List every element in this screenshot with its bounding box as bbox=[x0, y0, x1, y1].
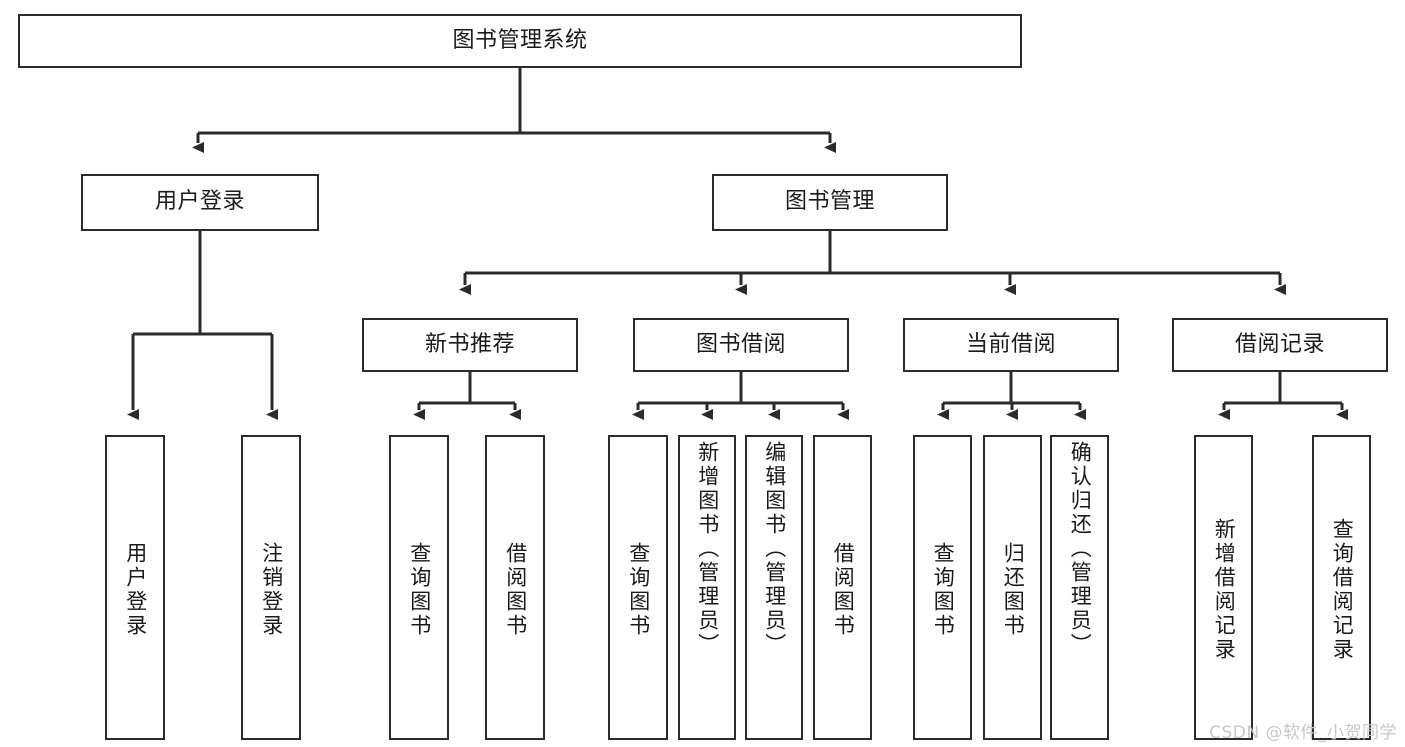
leaf-user-logout[interactable]: 注销登录 bbox=[241, 435, 301, 740]
leaf-add-book-admin[interactable]: 新增图书（管理员） bbox=[678, 435, 736, 740]
node-book-borrow-label: 图书借阅 bbox=[695, 331, 786, 357]
leaf-recommend-borrow-book[interactable]: 借阅图书 bbox=[485, 435, 545, 740]
leaf-user-logout-label: 注销登录 bbox=[259, 541, 284, 638]
leaf-query-borrow-record[interactable]: 查询借阅记录 bbox=[1312, 435, 1371, 740]
leaf-confirm-return-admin[interactable]: 确认归还（管理员） bbox=[1050, 435, 1109, 740]
leaf-query-borrow-record-label: 查询借阅记录 bbox=[1330, 517, 1355, 662]
leaf-add-borrow-record-label: 新增借阅记录 bbox=[1212, 517, 1237, 662]
leaf-recommend-query-book[interactable]: 查询图书 bbox=[389, 435, 449, 740]
leaf-user-login[interactable]: 用户登录 bbox=[105, 435, 165, 740]
leaf-add-borrow-record[interactable]: 新增借阅记录 bbox=[1194, 435, 1253, 740]
leaf-return-book-label: 归还图书 bbox=[1001, 541, 1026, 638]
leaf-user-login-label: 用户登录 bbox=[123, 541, 148, 638]
leaf-add-book-admin-label: 新增图书（管理员） bbox=[695, 441, 720, 657]
node-root[interactable]: 图书管理系统 bbox=[18, 14, 1022, 68]
node-book-management[interactable]: 图书管理 bbox=[712, 174, 948, 231]
leaf-borrow-book[interactable]: 借阅图书 bbox=[813, 435, 872, 740]
node-borrow-record[interactable]: 借阅记录 bbox=[1172, 318, 1388, 372]
leaf-current-query-book-label: 查询图书 bbox=[931, 541, 956, 638]
leaf-edit-book-admin-label: 编辑图书（管理员） bbox=[762, 441, 787, 657]
leaf-edit-book-admin[interactable]: 编辑图书（管理员） bbox=[745, 435, 803, 740]
leaf-borrow-book-label: 借阅图书 bbox=[831, 541, 856, 638]
leaf-borrow-query-book[interactable]: 查询图书 bbox=[608, 435, 668, 740]
leaf-borrow-query-book-label: 查询图书 bbox=[626, 541, 651, 638]
node-user-login-label: 用户登录 bbox=[154, 189, 245, 215]
leaf-confirm-return-admin-label: 确认归还（管理员） bbox=[1068, 441, 1093, 657]
leaf-current-query-book[interactable]: 查询图书 bbox=[913, 435, 972, 740]
node-new-book-recommend-label: 新书推荐 bbox=[424, 331, 515, 357]
csdn-watermark: CSDN @软件_小贺同学 bbox=[1209, 723, 1397, 743]
node-user-login[interactable]: 用户登录 bbox=[81, 174, 319, 231]
node-current-borrow-label: 当前借阅 bbox=[965, 331, 1056, 357]
node-current-borrow[interactable]: 当前借阅 bbox=[903, 318, 1119, 372]
node-book-borrow[interactable]: 图书借阅 bbox=[633, 318, 849, 372]
node-book-management-label: 图书管理 bbox=[784, 189, 875, 215]
leaf-recommend-borrow-book-label: 借阅图书 bbox=[503, 541, 528, 638]
leaf-recommend-query-book-label: 查询图书 bbox=[407, 541, 432, 638]
leaf-return-book[interactable]: 归还图书 bbox=[983, 435, 1042, 740]
node-root-label: 图书管理系统 bbox=[452, 27, 588, 53]
node-borrow-record-label: 借阅记录 bbox=[1234, 331, 1325, 357]
node-new-book-recommend[interactable]: 新书推荐 bbox=[362, 318, 578, 372]
